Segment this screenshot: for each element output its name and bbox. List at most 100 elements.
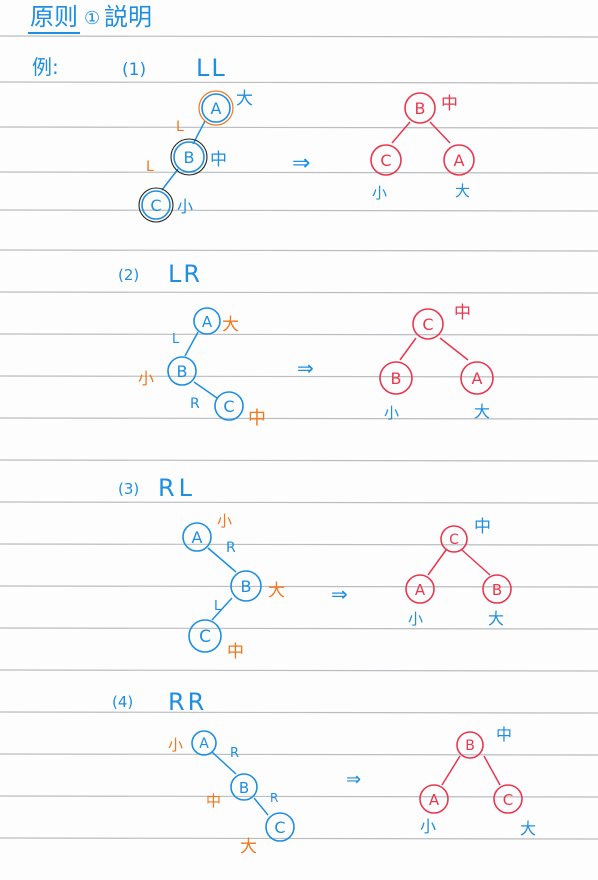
- node-tag: 小: [384, 404, 399, 422]
- case-number: (2): [118, 266, 139, 284]
- case-rl: (3) RL R L A 小 B 大 C 中 ⇒ C 中 A 小: [118, 474, 512, 662]
- edge: [161, 168, 179, 191]
- ruled-line: [0, 417, 598, 420]
- node-label: C: [503, 791, 513, 809]
- node-circle: [173, 141, 205, 173]
- edge: [439, 337, 469, 361]
- node-tag: 小: [420, 817, 436, 836]
- edge: [184, 331, 199, 357]
- node-circle: [405, 574, 435, 604]
- node-tag: 小: [372, 184, 387, 202]
- ruled-line: [0, 669, 598, 672]
- case-rr: (4) RR R R A 小 B 中 C 大 ⇒ B 中 A 小: [112, 688, 536, 857]
- node-label: C: [150, 196, 161, 215]
- node-tag: 中: [474, 517, 491, 537]
- node-label: A: [454, 151, 465, 170]
- edge: [427, 549, 447, 576]
- node-outline-mark: [198, 90, 234, 126]
- edge-label: L: [172, 332, 180, 347]
- node-tag: 小: [217, 512, 232, 530]
- node-circle: [265, 812, 295, 842]
- node-label: C: [223, 397, 234, 416]
- ruled-line: [0, 35, 598, 38]
- page-heading: 原则 ① 説明 例:: [28, 3, 152, 79]
- transform-arrow: ⇒: [292, 151, 310, 176]
- node-tag: 中: [454, 303, 471, 323]
- case-name: RL: [158, 474, 196, 502]
- edge-label: R: [226, 540, 236, 556]
- after-tree: C 中 B 小 A 大: [379, 303, 494, 422]
- ruled-lines: [0, 35, 598, 840]
- node-label: A: [429, 791, 440, 809]
- node-tag: 中: [227, 642, 244, 662]
- edge: [399, 337, 417, 361]
- ruled-line: [0, 333, 598, 336]
- node-circle: [456, 731, 484, 759]
- after-tree: B 中 C 小 A 大: [370, 92, 475, 202]
- node-label: C: [274, 818, 285, 837]
- case-name: LL: [196, 54, 227, 82]
- node-circle: [214, 391, 244, 421]
- node-label: A: [472, 369, 483, 388]
- ruled-line: [0, 543, 598, 546]
- node-circle: [493, 784, 523, 814]
- node-label: C: [380, 151, 391, 170]
- ruled-line: [0, 209, 598, 212]
- node-tag: 大: [268, 581, 285, 601]
- node-tag: 大: [236, 89, 253, 109]
- node-tag: 大: [488, 609, 504, 628]
- node-label: B: [239, 779, 249, 797]
- edge: [483, 755, 501, 786]
- edge: [253, 797, 269, 816]
- node-circle: [188, 619, 222, 653]
- before-tree: R R A 小 B 中 C 大: [168, 730, 295, 857]
- node-outline-mark: [138, 187, 174, 223]
- edge-label: L: [214, 599, 222, 614]
- edge-label: R: [270, 791, 278, 805]
- heading-circled-number: ①: [84, 8, 100, 29]
- edge-label: R: [190, 396, 200, 412]
- node-circle: [230, 773, 258, 801]
- transform-arrow: ⇒: [346, 769, 361, 790]
- node-label: C: [449, 532, 459, 548]
- ruled-line: [0, 126, 598, 129]
- node-label: B: [492, 581, 502, 599]
- edge: [391, 121, 411, 144]
- node-label: C: [422, 315, 433, 334]
- node-circle: [230, 570, 262, 602]
- node-circle: [440, 525, 468, 553]
- edge-label: L: [146, 159, 154, 175]
- ruled-line: [0, 837, 598, 840]
- node-label: B: [241, 577, 252, 596]
- node-label: A: [211, 99, 222, 118]
- node-label: B: [391, 369, 402, 388]
- edge: [211, 597, 233, 621]
- edge-label: R: [230, 746, 239, 761]
- case-number: (1): [122, 60, 146, 80]
- node-circle: [460, 361, 494, 395]
- edge-label: L: [176, 119, 184, 135]
- node-circle: [191, 730, 217, 756]
- heading-text: 説明: [104, 3, 152, 31]
- after-tree: C 中 A 小 B 大: [405, 517, 512, 628]
- after-tree: B 中 A 小 C 大: [419, 725, 536, 838]
- node-circle: [182, 522, 212, 552]
- node-label: B: [184, 148, 195, 167]
- node-tag: 中: [248, 408, 266, 429]
- ruled-line: [0, 501, 598, 504]
- edge: [461, 549, 491, 576]
- node-circle: [412, 308, 444, 340]
- node-tag: 中: [441, 94, 458, 114]
- node-label: B: [415, 99, 426, 118]
- ruled-line: [0, 291, 598, 294]
- edge: [441, 755, 461, 786]
- node-label: C: [199, 627, 211, 647]
- before-tree: L R A 大 B 小 C 中: [138, 307, 266, 429]
- node-tag: 中: [496, 725, 512, 744]
- node-tag: 大: [474, 402, 490, 421]
- node-circle: [404, 92, 436, 124]
- example-label: 例:: [32, 55, 59, 79]
- edge: [207, 547, 237, 573]
- ruled-line: [0, 249, 598, 252]
